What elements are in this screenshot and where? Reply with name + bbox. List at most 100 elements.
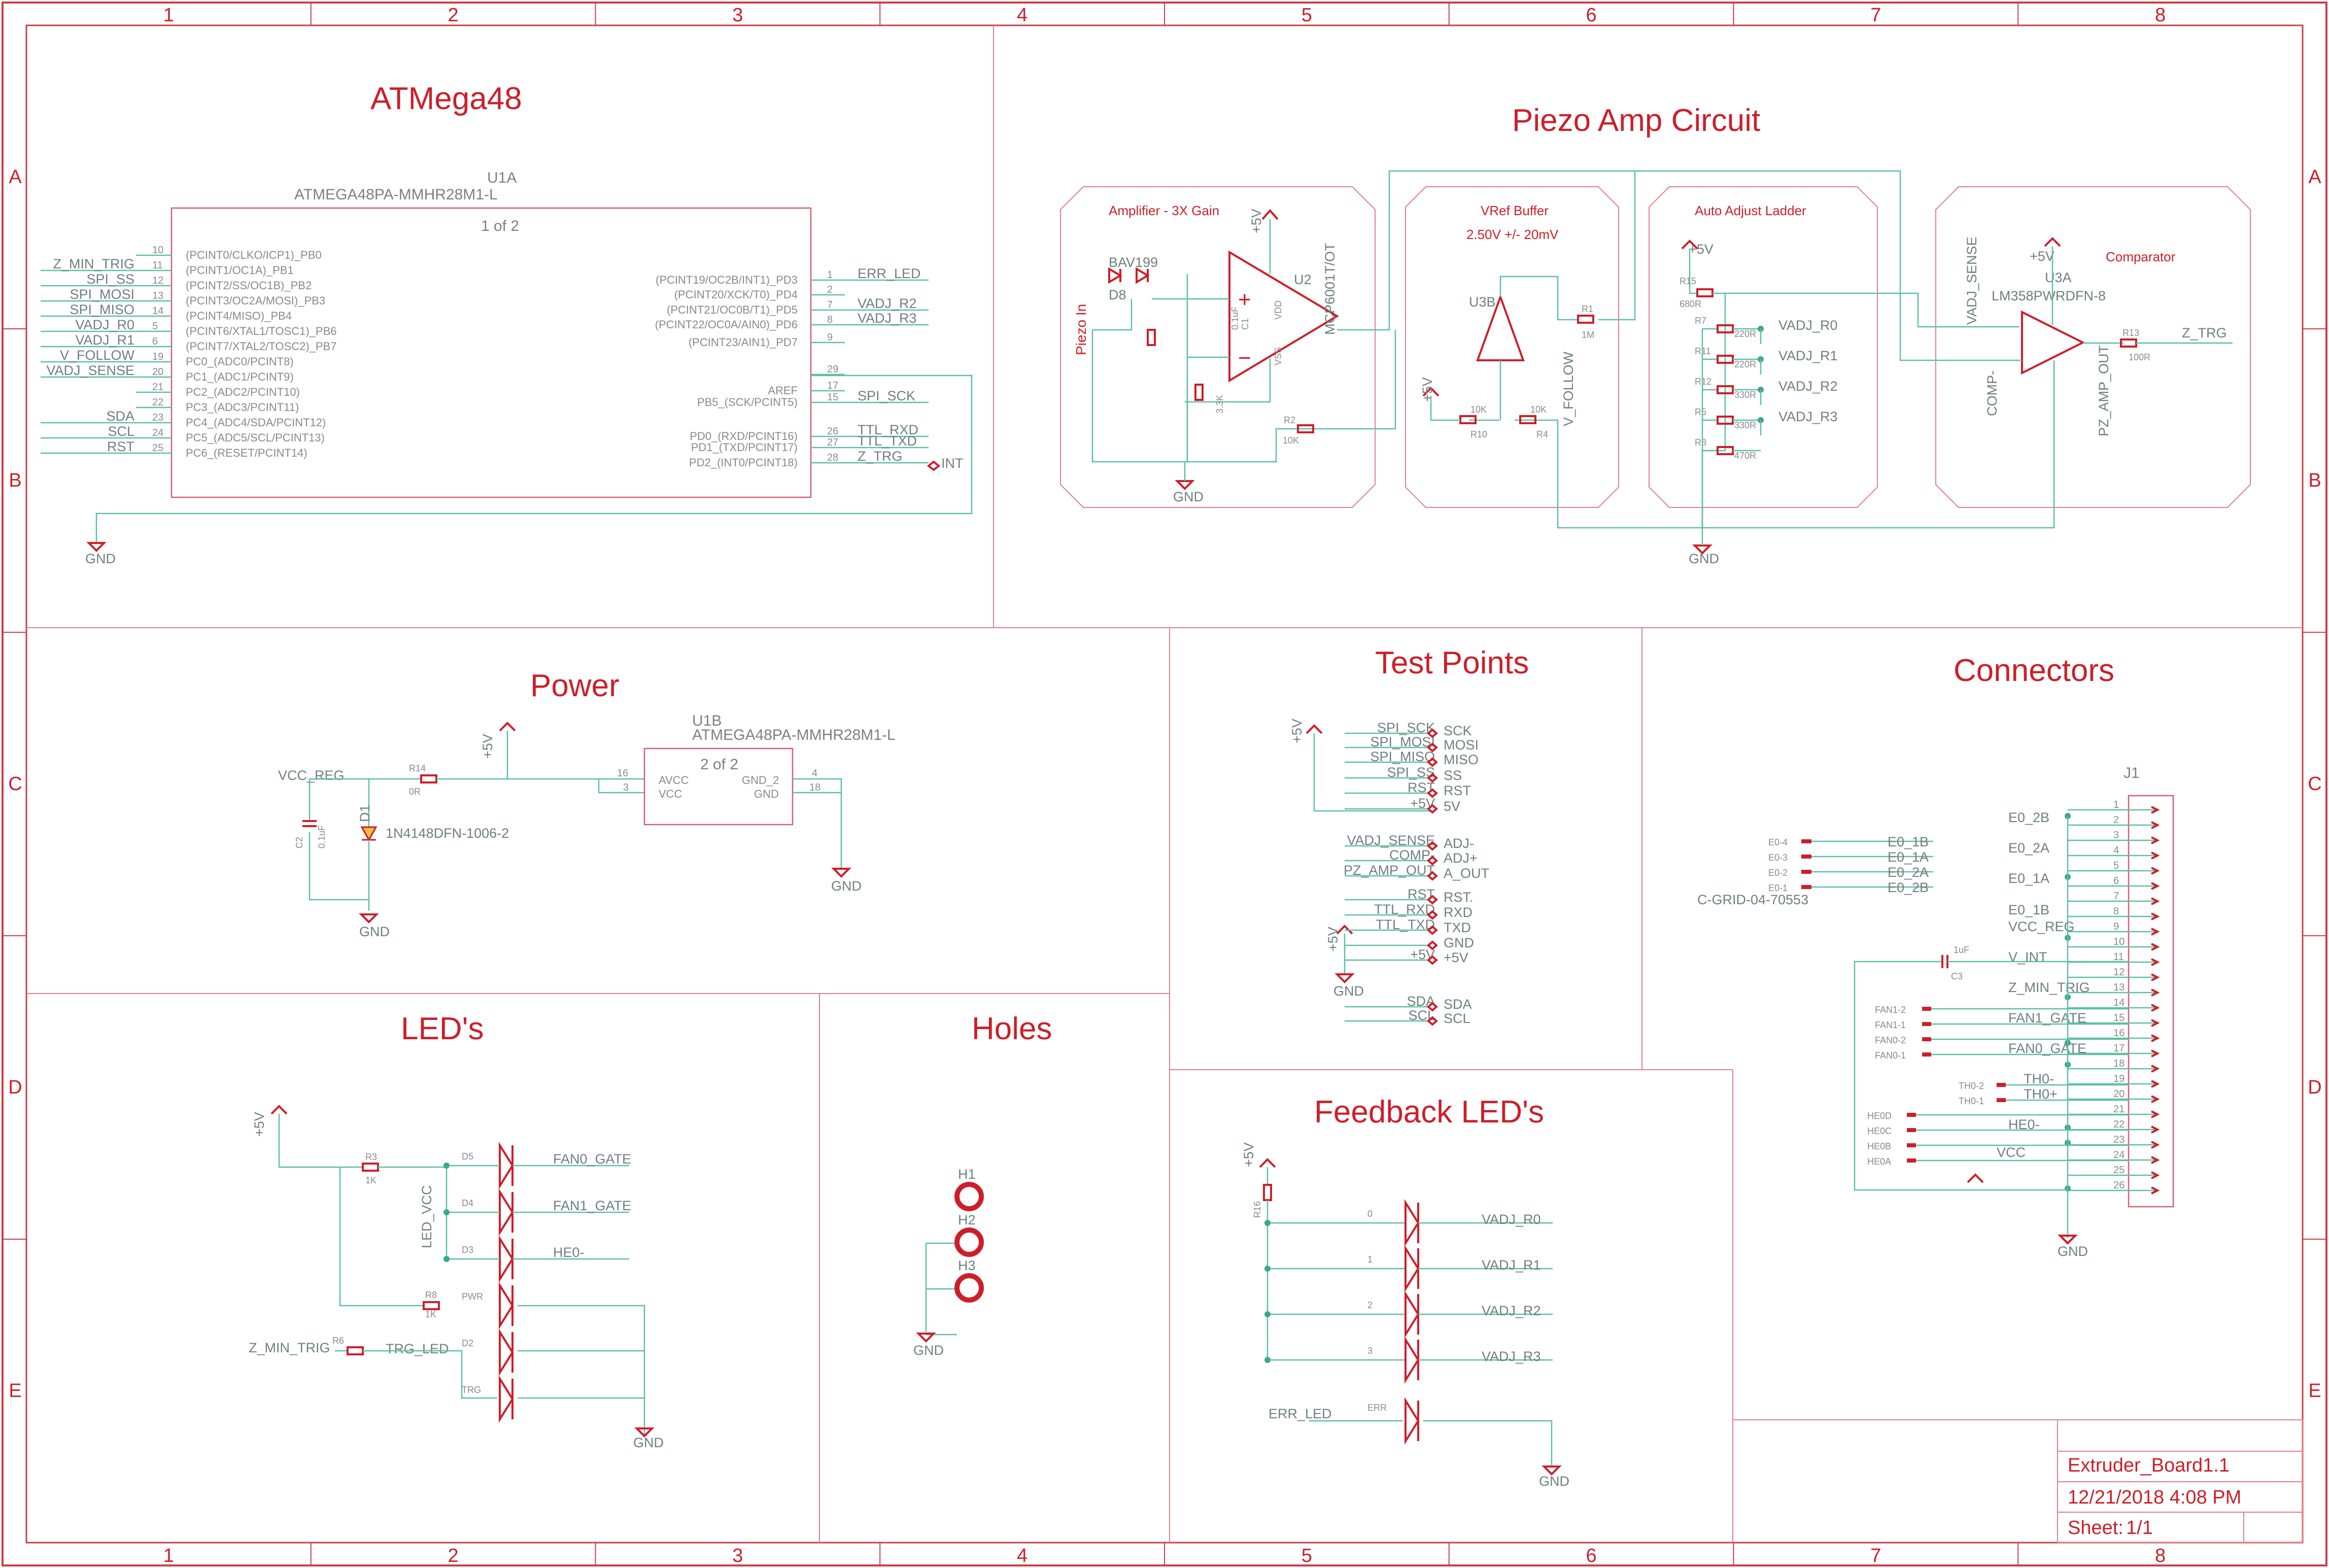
- j1-pin-number: 20: [2113, 1088, 2125, 1100]
- vdd-pin-label: VDD: [1273, 300, 1283, 320]
- r1-ref: R1: [1582, 304, 1593, 314]
- he-pin-ref: HE0D: [1867, 1111, 1892, 1121]
- vss-pin-label: VSS: [1273, 347, 1283, 365]
- j1-pin-number: 17: [2113, 1043, 2125, 1054]
- j1-pins: 1234567891011121314151617181920212223242…: [2065, 799, 2160, 1195]
- plus5v-symbol: +5V: [2030, 237, 2061, 264]
- j1-pin-number: 4: [2113, 845, 2119, 856]
- net-label: SDA: [106, 408, 134, 424]
- net-label: SPI_MISO: [70, 302, 134, 317]
- r14-val: 0R: [409, 787, 421, 797]
- ladder-net-label: VADJ_R3: [1778, 409, 1838, 424]
- u3b-ref: U3B: [1469, 294, 1496, 310]
- led-icon: [1405, 1397, 1420, 1445]
- mounting-hole-icon: [954, 1182, 984, 1211]
- gnd-symbol: GND: [1539, 1465, 1569, 1489]
- svg-text:10K: 10K: [1470, 404, 1487, 415]
- feedback-led-ref: 2: [1367, 1300, 1373, 1310]
- he-pin-ref: HE0C: [1867, 1126, 1892, 1136]
- hole-ref: H1: [958, 1167, 976, 1182]
- grid-row-right: B: [2308, 470, 2321, 491]
- pin-number: 6: [152, 336, 158, 347]
- cgrid-net: E0_1A: [1888, 849, 1929, 865]
- svg-text:+5V: +5V: [1325, 927, 1341, 951]
- pin-name: PC5_(ADC5/SCL/PCINT13): [186, 431, 325, 444]
- u3a-opamp: [2021, 310, 2085, 375]
- atmega-title: ATMega48: [370, 81, 522, 116]
- c2-ref: C2: [294, 837, 304, 848]
- grid-col-bottom: 2: [448, 1545, 459, 1566]
- pin-number: 28: [827, 452, 838, 463]
- pin-number: 27: [827, 437, 838, 448]
- d1-ref: D1: [357, 804, 372, 822]
- feedback-title: Feedback LED's: [1314, 1095, 1544, 1130]
- cgrid-pin-ref: E0-3: [1768, 853, 1788, 863]
- vref-block: [1405, 186, 1619, 508]
- c2-capacitor: [302, 820, 317, 827]
- svg-text:+5V: +5V: [1420, 377, 1435, 402]
- he-pin-ref: HE0B: [1867, 1141, 1891, 1151]
- testpoint-pad-icon: [1426, 742, 1438, 753]
- r11b-resistor: [1194, 384, 1204, 401]
- j1-pin-number: 8: [2113, 906, 2119, 917]
- pin-name: PD1_(TXD/PCINT17): [691, 441, 798, 454]
- pin-number: 5: [152, 321, 158, 332]
- pin-name: (PCINT2/SS/OC1B)_PB2: [186, 279, 312, 292]
- net-label: VADJ_R0: [75, 317, 134, 332]
- pin-number: 29: [827, 364, 838, 375]
- u3a-ref: U3A: [2045, 270, 2072, 285]
- led-icon: [499, 1282, 514, 1330]
- svg-text:10K: 10K: [1530, 404, 1547, 415]
- atmega-section: ATMega48 U1A ATMEGA48PA-MMHR28M1-L 1 of …: [41, 81, 973, 566]
- svg-text:16: 16: [617, 768, 628, 779]
- led-icon: [499, 1375, 514, 1423]
- grid-col-bottom: 8: [2155, 1545, 2166, 1566]
- testpoint-label: SCL: [1444, 1011, 1470, 1026]
- cgrid-net: E0_1B: [1888, 834, 1929, 849]
- pin-number: 26: [827, 426, 838, 437]
- grid-col-bottom: 3: [732, 1545, 743, 1566]
- grid-col-top: 7: [1870, 5, 1881, 26]
- r2-val: 10K: [1283, 435, 1299, 446]
- mounting-hole-icon: [954, 1228, 984, 1257]
- c1-val: 0.1uF: [1230, 306, 1240, 330]
- pin-name: (PCINT6/XTAL1/TOSC1)_PB6: [186, 325, 337, 337]
- pin-number: 1: [827, 269, 833, 281]
- svg-text:+5V: +5V: [1249, 209, 1264, 233]
- r8-val: 1K: [425, 1309, 436, 1319]
- pin-number: 9: [827, 332, 833, 343]
- j1-net-label: FAN0_GATE: [2008, 1041, 2086, 1056]
- r11-resistor: [1147, 329, 1156, 346]
- net-label: Z_TRG: [858, 449, 903, 464]
- pin-name: (PCINT22/OC0A/AIN0)_PD6: [655, 318, 798, 331]
- pin-number: 20: [152, 366, 163, 378]
- plus5v-symbol: +5V: [1681, 240, 1714, 257]
- svg-text:GND: GND: [2058, 1244, 2088, 1259]
- led-icon: [1405, 1245, 1420, 1292]
- j1-net-label: E0_1B: [2008, 902, 2049, 917]
- testpoint-label: RXD: [1444, 905, 1472, 920]
- r15-resistor: [1696, 288, 1714, 297]
- j1-pin-number: 26: [2113, 1180, 2125, 1191]
- net-label: VADJ_R1: [75, 332, 134, 348]
- testpoints-title: Test Points: [1375, 645, 1529, 680]
- ladder-resistor-val: 470R: [1734, 451, 1756, 461]
- net-label: SPI_MOSI: [70, 287, 134, 302]
- svg-text:GND: GND: [1173, 489, 1204, 504]
- pin-name: PC2_(ADC2/PCINT10): [186, 386, 300, 398]
- comparator-block: [1935, 186, 2251, 508]
- testpoint-pad-icon: [1426, 773, 1438, 783]
- pin-name: (PCINT7/XTAL2/TOSC2)_PB7: [186, 340, 337, 353]
- svg-text:−: −: [1238, 346, 1251, 370]
- svg-text:+5V: +5V: [2030, 249, 2054, 264]
- testpoint-pad-icon: [1426, 804, 1438, 814]
- r6-ref: R6: [332, 1336, 344, 1346]
- vcc-pin: VCC: [659, 788, 682, 800]
- amp-title: Amplifier - 3X Gain: [1109, 203, 1219, 218]
- grid-col-top: 6: [1586, 5, 1597, 26]
